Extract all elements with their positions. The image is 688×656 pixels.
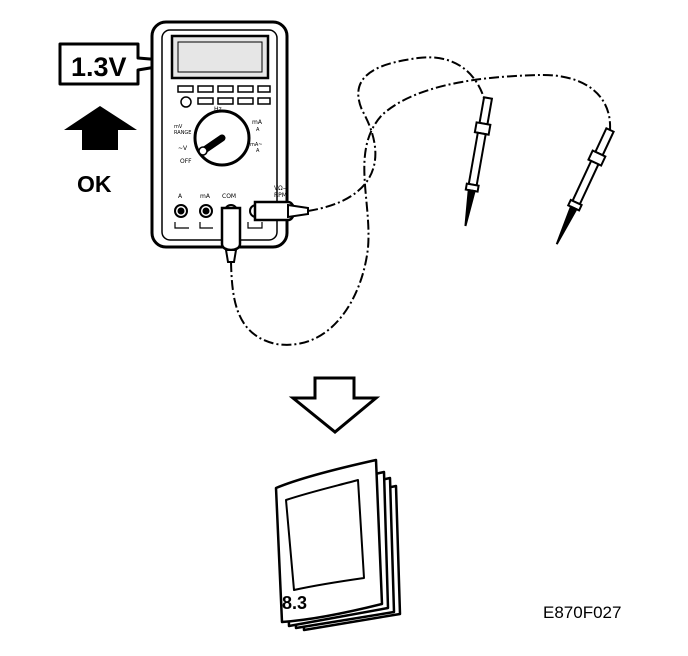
com-lead-plug — [220, 206, 242, 263]
jack-label-volt-ohm: VΩ→ — [274, 185, 288, 192]
jack-label-rpm: RPM — [274, 192, 287, 199]
dial-label-ma-ac: mA~ — [250, 142, 262, 148]
down-arrow-icon — [288, 376, 381, 434]
meter-button-row — [177, 85, 271, 108]
up-arrow-icon — [64, 106, 137, 150]
manual-book-icon: 8.3 — [274, 458, 402, 632]
jack-label-ma: mA — [200, 193, 211, 200]
dial-label-mv: mV — [174, 124, 183, 130]
dial-label-v: ~V — [178, 145, 188, 152]
dial-label-a-ac: A — [256, 148, 260, 154]
dial-label-ma: mA — [252, 119, 263, 126]
meter-display — [170, 34, 270, 80]
multimeter-icon: Hz mV RANGE ~V OFF mA A mA~ A A mA COM V… — [150, 20, 289, 249]
test-lead-cables — [230, 56, 612, 346]
status-label: OK — [77, 171, 112, 197]
manual-section-label: 8.3 — [282, 593, 307, 613]
test-probe-icon — [555, 126, 615, 245]
dial-label-off: OFF — [180, 158, 192, 165]
dial-label-hz: Hz — [214, 106, 222, 113]
jack-label-com: COM — [222, 193, 236, 200]
volt-lead-plug — [253, 200, 309, 222]
dial-label-a: A — [256, 127, 260, 133]
dial-label-range: RANGE — [174, 130, 191, 136]
reading-value: 1.3V — [71, 52, 127, 82]
rotary-dial — [193, 109, 251, 167]
test-probe-icon — [464, 96, 494, 227]
jack-label-a: A — [178, 193, 183, 200]
reading-callout: 1.3V — [58, 42, 188, 86]
figure-code: E870F027 — [543, 603, 621, 622]
